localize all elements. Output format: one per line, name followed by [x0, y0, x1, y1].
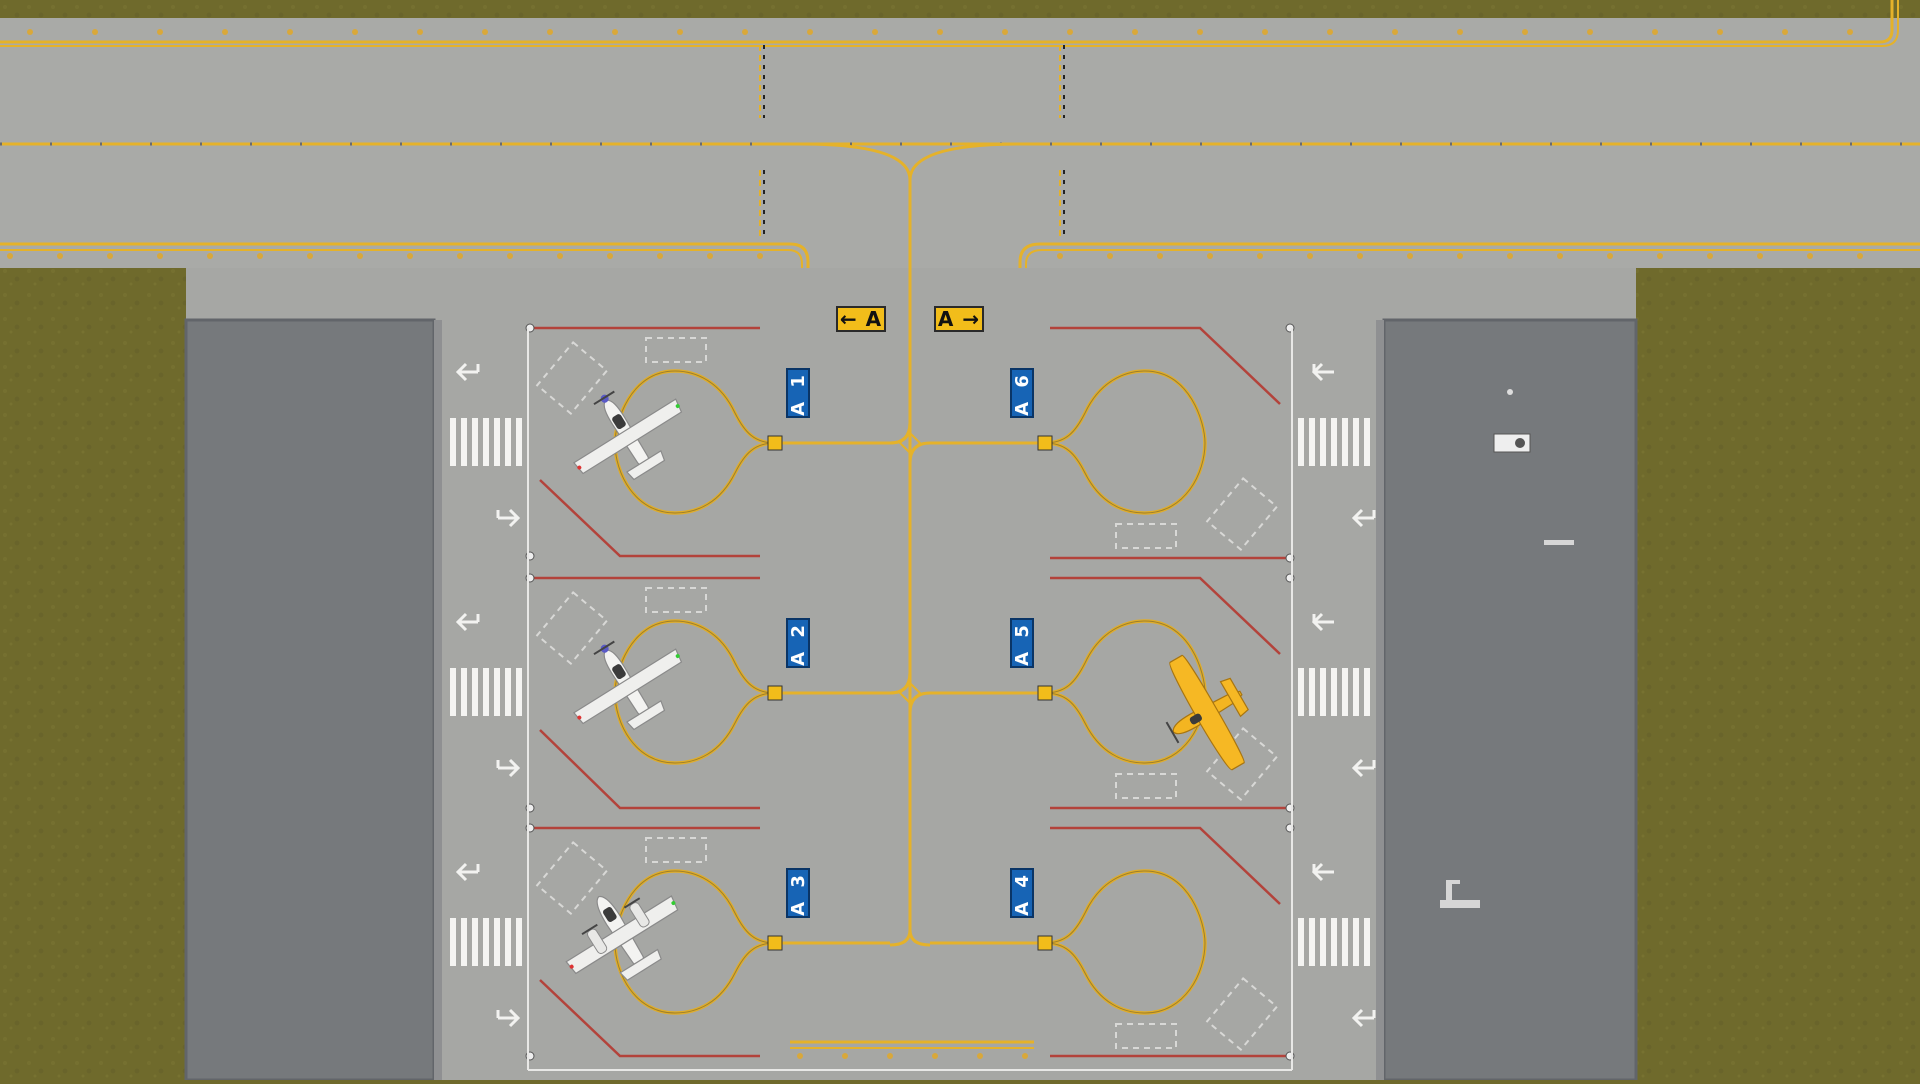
stand-sign-a6[interactable]: A 6 — [1010, 368, 1034, 418]
hangar-equipment[interactable] — [1440, 389, 1574, 908]
stand-sign-a5[interactable]: A 5 — [1010, 618, 1034, 668]
runway-edge-lights-top — [27, 29, 1853, 35]
stand-sign-a2[interactable]: A 2 — [786, 618, 810, 668]
taxiway-sign-right[interactable]: A → — [934, 306, 984, 332]
stand-sign-a1[interactable]: A 1 — [786, 368, 810, 418]
stand-a5-label: A 5 — [1011, 620, 1033, 666]
taxiway-sign-right-label: A → — [937, 307, 981, 331]
stand-a1-label: A 1 — [787, 370, 809, 416]
taxiway-sign-left-label: ← A — [839, 307, 883, 331]
stand-a6-label: A 6 — [1011, 370, 1033, 416]
hangar-left[interactable] — [184, 318, 436, 1082]
stand-sign-a3[interactable]: A 3 — [786, 868, 810, 918]
stand-a2-label: A 2 — [787, 620, 809, 666]
stand-a3-label: A 3 — [787, 870, 809, 916]
stand-a4-label: A 4 — [1011, 870, 1033, 916]
hangar-right[interactable] — [1382, 318, 1638, 1082]
taxiway-sign-left[interactable]: ← A — [836, 306, 886, 332]
stand-sign-a4[interactable]: A 4 — [1010, 868, 1034, 918]
